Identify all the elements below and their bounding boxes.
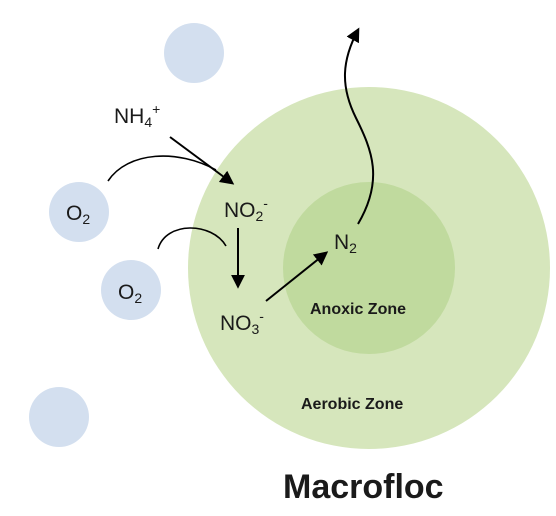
nitrite-subscript: 2: [255, 208, 264, 224]
oxygen-1-base: O: [66, 202, 83, 225]
oxygen-curve-arrow-2: [157, 227, 227, 250]
nitrate-to-n2-arrow: [265, 251, 329, 302]
nitrogen-gas-subscript: 2: [349, 240, 357, 256]
bubble: [164, 23, 224, 83]
oxygen-curve-arrow-1: [107, 155, 217, 182]
anoxic-zone-label: Anoxic Zone: [310, 301, 407, 318]
oxygen-bubble-1: [49, 182, 109, 242]
oxygen-label-2: O2: [118, 281, 143, 306]
oxygen-2-subscript: 2: [134, 290, 143, 306]
diagram-title: Macrofloc: [283, 468, 444, 506]
nitrite-label: NO2-: [224, 196, 268, 224]
nitrate-superscript: -: [259, 308, 264, 324]
ammonium-base: NH: [114, 105, 145, 128]
nitrate-base: NO: [220, 312, 252, 335]
oxygen-bubble-2: [101, 260, 161, 320]
nitrite-base: NO: [224, 199, 256, 222]
bubble: [29, 387, 89, 447]
n2-release-arrow: [344, 27, 375, 225]
nitrate-subscript: 3: [251, 321, 260, 337]
ammonium-label: NH4+: [114, 102, 160, 130]
oxygen-1-subscript: 2: [82, 211, 91, 227]
ammonium-to-nitrite-arrow: [169, 136, 235, 185]
aerobic-zone-label: Aerobic Zone: [301, 396, 404, 413]
oxygen-label-1: O2: [66, 202, 91, 227]
nitrogen-gas-label: N2: [334, 231, 357, 256]
oxygen-2-base: O: [118, 281, 135, 304]
nitrate-label: NO3-: [220, 309, 264, 337]
ammonium-superscript: +: [152, 101, 161, 117]
nitrite-superscript: -: [263, 195, 268, 211]
ammonium-subscript: 4: [144, 114, 153, 130]
anoxic-zone: [283, 182, 455, 354]
nitrogen-gas-base: N: [334, 231, 350, 254]
